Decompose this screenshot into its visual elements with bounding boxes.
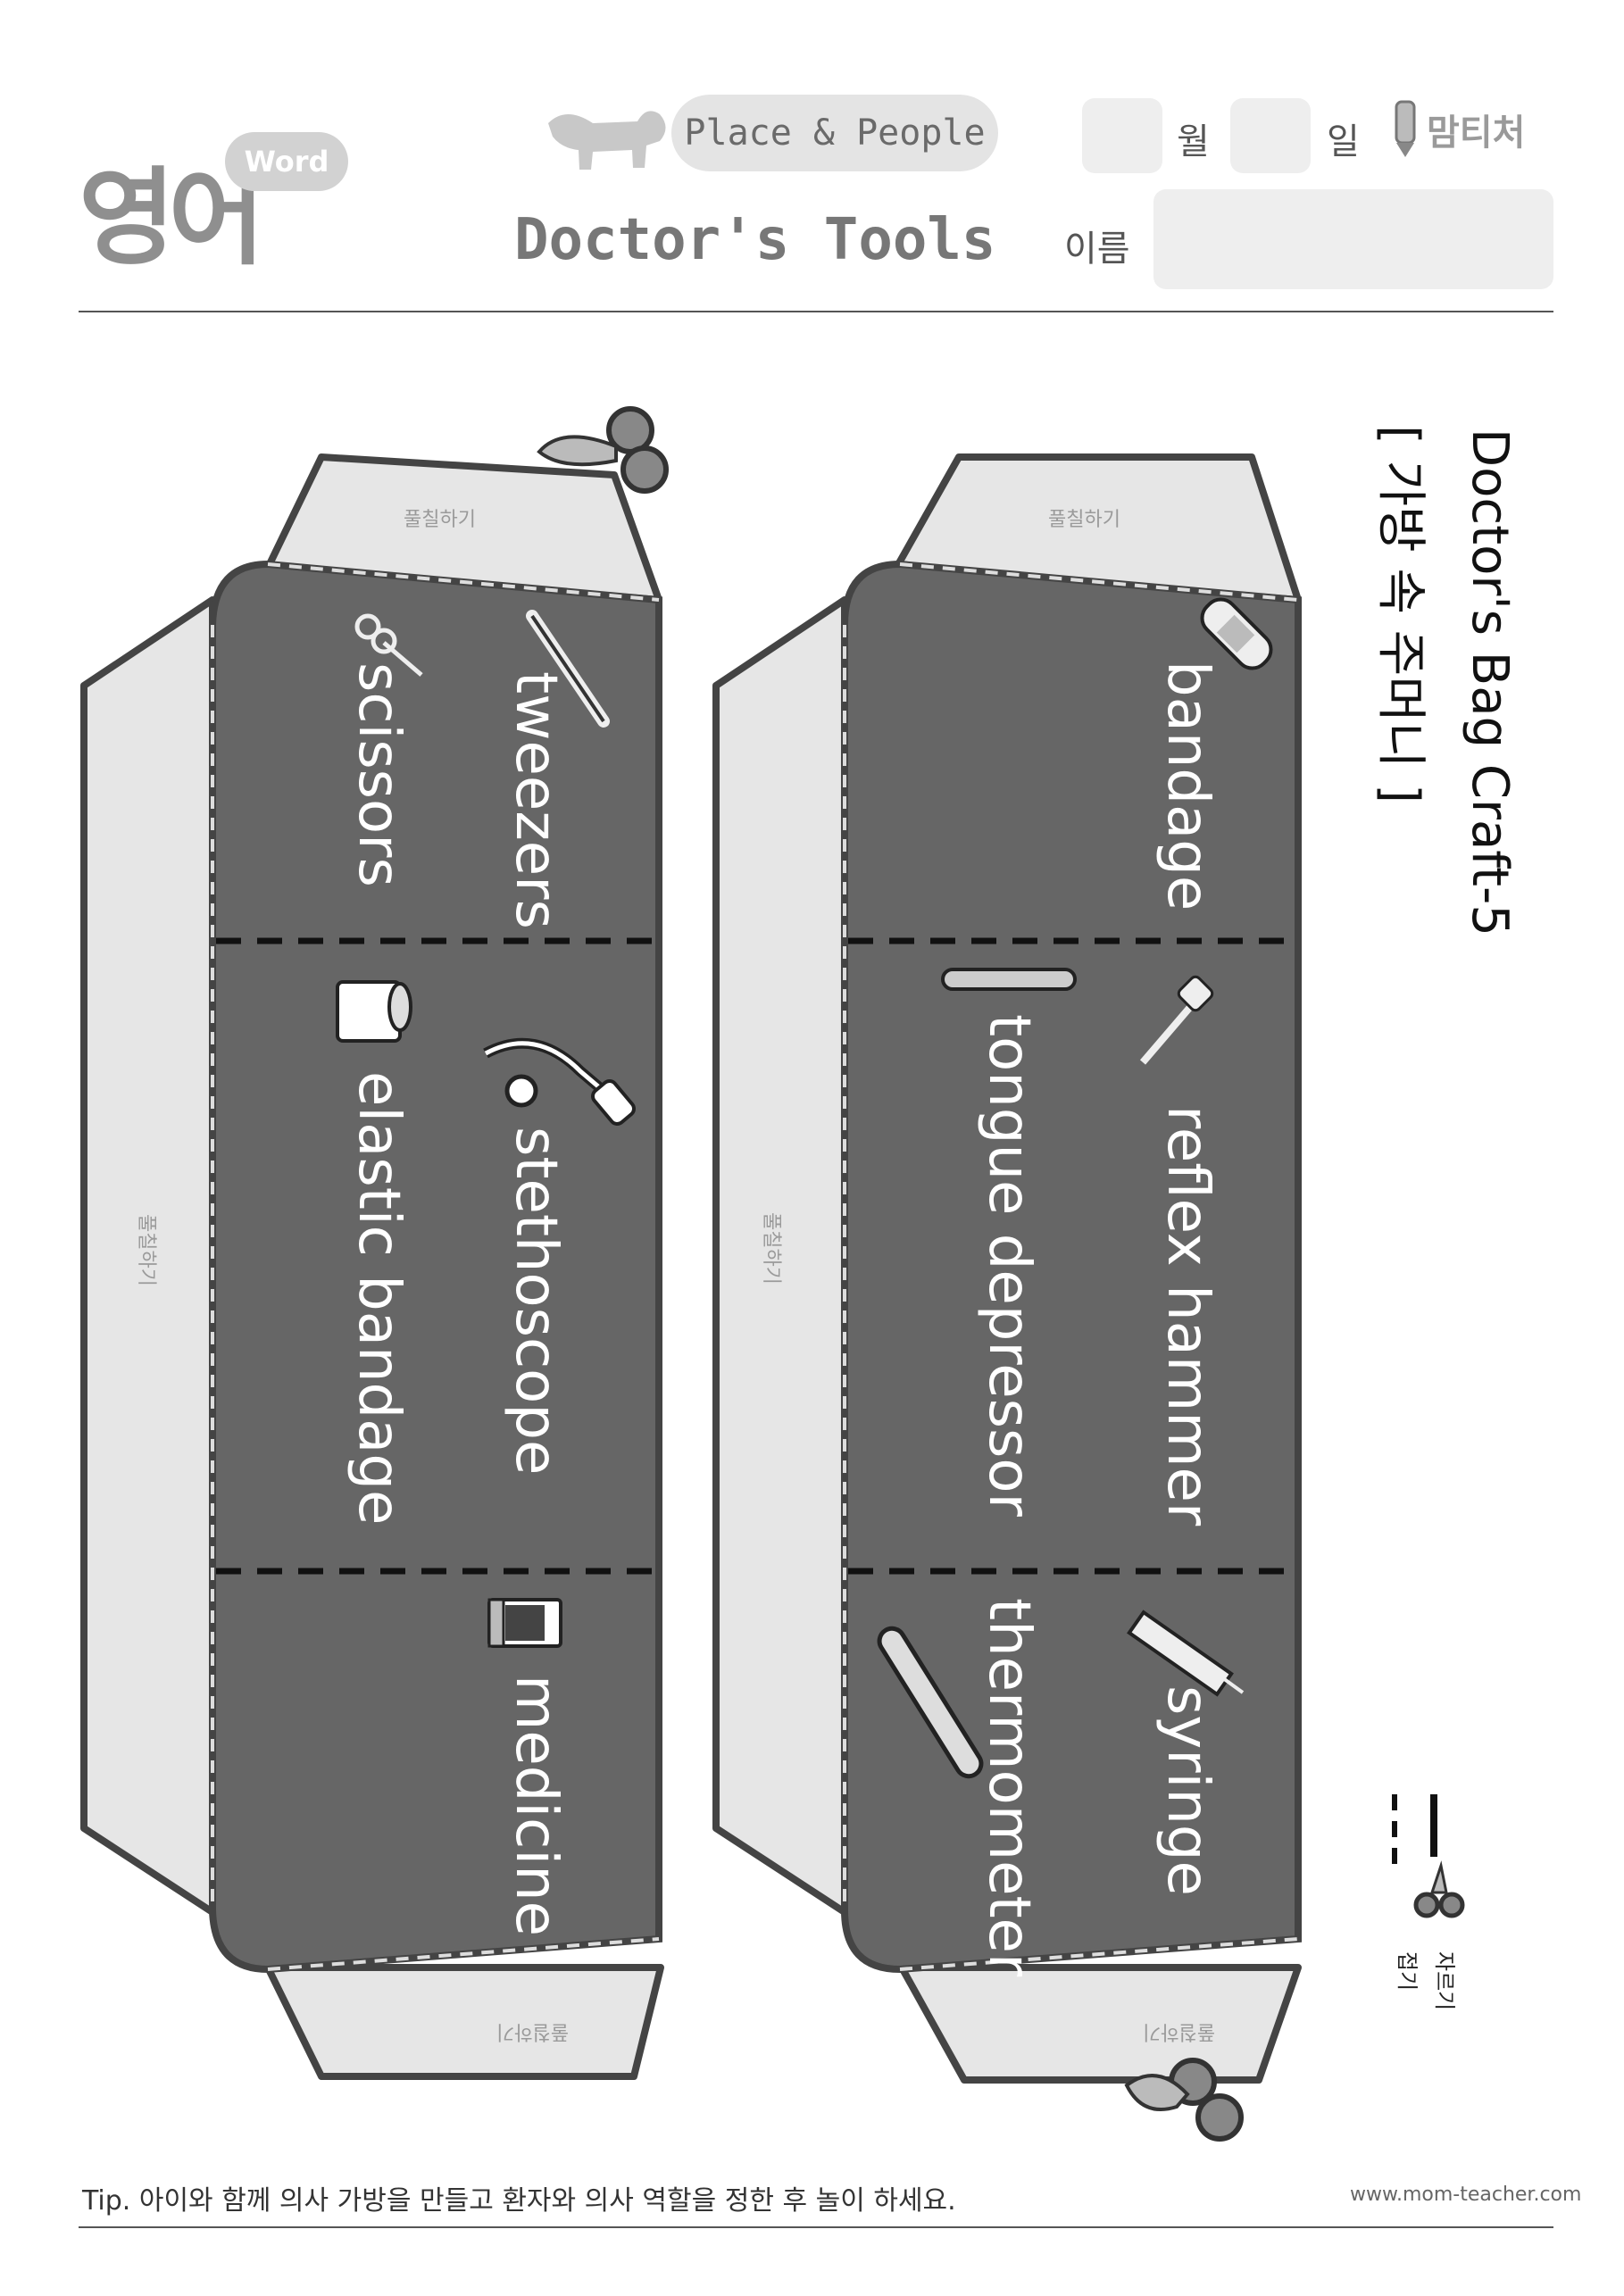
month-label: 월 xyxy=(1177,121,1210,162)
category-badge: Place & People xyxy=(671,95,998,171)
word-thermometer: thermometer xyxy=(976,1598,1042,1977)
legend-fold-label: 접기 xyxy=(1395,1951,1420,1992)
page-title: Doctor's Tools xyxy=(514,207,996,273)
word-medicine: medicine xyxy=(503,1675,569,1937)
site-url: www.mom-teacher.com xyxy=(1350,2184,1582,2206)
word-bandage: bandage xyxy=(1154,661,1220,911)
dog-icon xyxy=(548,111,666,170)
day-label: 일 xyxy=(1327,121,1360,162)
glue-label: 풀칠하기 xyxy=(135,1214,157,1286)
glue-label: 풀칠하기 xyxy=(1048,509,1120,531)
word-stethoscope: stethoscope xyxy=(503,1127,569,1476)
brand-logo: 맘티처 xyxy=(1427,112,1526,154)
legend-scissors-icon xyxy=(1413,1860,1465,1918)
word-syringe: syringe xyxy=(1154,1685,1220,1896)
logo-word-badge: Word xyxy=(225,132,348,191)
word-tongue-depressor: tongue depressor xyxy=(976,1014,1042,1517)
legend-cut-label: 자르기 xyxy=(1432,1951,1457,2011)
legend-lines xyxy=(1392,1794,1437,1864)
word-elastic-bandage: elastic bandage xyxy=(346,1071,412,1526)
right-pocket-template xyxy=(712,453,1302,2084)
glue-label: 풀칠하기 xyxy=(760,1212,782,1285)
month-input[interactable] xyxy=(1082,98,1162,173)
pencil-mascot-icon xyxy=(1395,100,1416,157)
word-tweezers: tweezers xyxy=(503,671,569,929)
medicine-bottle-icon xyxy=(487,1598,562,1648)
bandage-icon xyxy=(1200,597,1273,670)
header-divider xyxy=(79,311,1553,312)
reflex-hammer-icon xyxy=(1139,975,1214,1065)
cut-scissors-icon-bottom xyxy=(1124,2058,1244,2142)
syringe-icon xyxy=(1127,1610,1245,1697)
stethoscope-icon xyxy=(483,1037,637,1126)
bandage-roll-icon xyxy=(336,980,412,1043)
footer-divider xyxy=(79,2226,1553,2228)
tip-text: Tip. 아이와 함께 의사 가방을 만들고 환자와 의사 역할을 정한 후 놀… xyxy=(82,2185,956,2217)
thermometer-icon xyxy=(877,1626,984,1779)
name-input[interactable] xyxy=(1153,189,1553,289)
craft-title: Doctor's Bag Craft-5 xyxy=(1461,428,1519,936)
name-label: 이름 xyxy=(1064,229,1130,270)
glue-label: 풀칠하기 xyxy=(404,509,476,531)
tongue-depressor-icon xyxy=(941,968,1077,991)
glue-label: 풀칠하기 xyxy=(496,2020,569,2042)
small-scissors-icon xyxy=(354,613,423,677)
day-input[interactable] xyxy=(1230,98,1311,173)
word-reflex-hammer: reflex hammer xyxy=(1154,1105,1220,1527)
cut-scissors-icon-top xyxy=(537,406,669,494)
glue-label: 풀칠하기 xyxy=(1143,2020,1215,2042)
craft-subtitle: [ 가방 속 주머니 ] xyxy=(1371,425,1429,804)
word-scissors: scissors xyxy=(346,662,412,887)
tweezers-icon xyxy=(526,610,610,728)
